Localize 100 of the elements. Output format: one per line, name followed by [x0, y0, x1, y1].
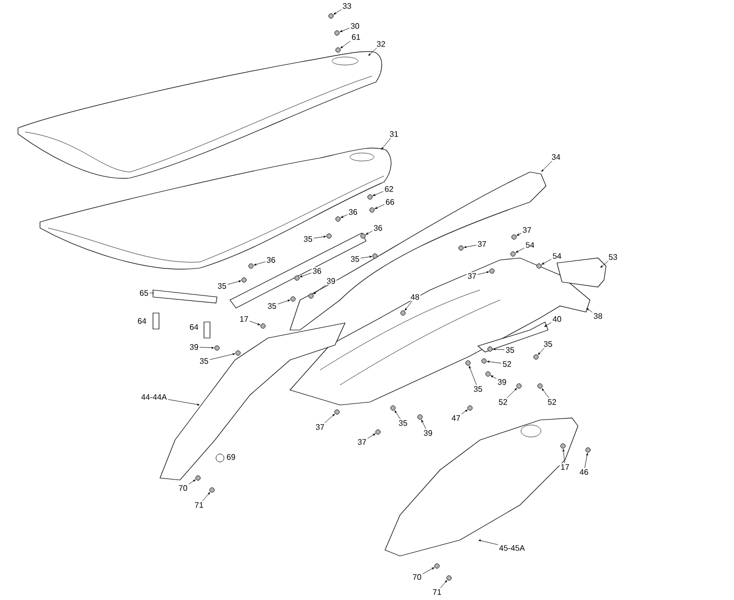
callout-number: 36: [348, 208, 358, 216]
fastener-part: [260, 323, 266, 329]
callout-number: 31: [388, 130, 400, 138]
fastener-part: [214, 345, 220, 351]
leader-line: [334, 9, 342, 15]
leader-line: [516, 248, 525, 253]
leader-line: [506, 388, 517, 398]
callout-number: 30: [350, 22, 360, 30]
fastener-part: [510, 251, 516, 257]
callout-number: 65: [138, 289, 150, 297]
leader-line: [366, 230, 373, 235]
fastener-part: [537, 383, 543, 389]
fastener-part: [533, 354, 539, 360]
callout-number: 37: [356, 438, 368, 446]
fastener-part: [290, 296, 296, 302]
fastener-part: [536, 263, 542, 269]
leader-line: [461, 410, 468, 414]
fastener-part: [516, 383, 522, 389]
callout-number: 66: [384, 198, 396, 206]
leader-line: [368, 48, 377, 56]
fastener-part: [390, 405, 396, 411]
fastener-part: [209, 487, 215, 493]
leader-line: [372, 191, 384, 196]
fastener-part: [372, 253, 378, 259]
callout-number: 52: [546, 398, 558, 406]
fastener-part: [465, 360, 471, 366]
callout-number: 61: [350, 33, 362, 41]
callout-number: 35: [198, 357, 210, 365]
callout-number: 44-44A: [140, 393, 168, 401]
callout-number: 64: [188, 323, 200, 331]
fastener-part: [334, 409, 340, 415]
callout-number: 36: [266, 256, 276, 264]
leader-line: [249, 320, 260, 326]
callout-number: 39: [326, 277, 336, 285]
callout-number: 64: [136, 317, 148, 325]
callout-number: 62: [384, 185, 394, 193]
leader-line: [490, 375, 497, 379]
fastener-part: [328, 13, 334, 19]
leader-line: [486, 360, 502, 364]
leader-line: [324, 414, 335, 424]
callout-number: 34: [550, 153, 562, 161]
callout-number: 35: [542, 340, 554, 348]
leader-line: [541, 160, 552, 172]
leader-line: [492, 348, 505, 350]
leader-line: [277, 300, 290, 304]
callout-number: 71: [432, 588, 442, 596]
callout-number: 47: [450, 414, 462, 422]
callout-number: 52: [498, 398, 508, 406]
callout-number: 54: [524, 241, 536, 249]
leader-line: [340, 28, 350, 32]
leader-line: [381, 138, 391, 150]
leader-line: [199, 346, 214, 349]
leader-line: [538, 348, 544, 355]
callout-number: 17: [560, 463, 570, 471]
callout-number: 39: [422, 429, 434, 437]
callout-number: 54: [552, 252, 562, 260]
fastener-part: [235, 350, 241, 356]
callout-number: 32: [376, 40, 386, 48]
leader-line: [477, 271, 490, 275]
leader-line: [464, 244, 477, 248]
fastener-part: [400, 310, 406, 316]
fastener-part: [241, 277, 247, 283]
callout-number: 35: [504, 346, 516, 354]
leader-line: [562, 448, 565, 464]
fastener-part: [434, 563, 440, 569]
callout-number: 70: [178, 484, 188, 492]
leader-line: [374, 204, 385, 209]
leader-line: [600, 260, 608, 268]
callout-number: 52: [502, 360, 512, 368]
leader-line: [542, 258, 552, 265]
fastener-part: [375, 429, 381, 435]
fastener-part: [485, 371, 491, 377]
leader-line: [584, 452, 588, 468]
leader-line: [516, 232, 522, 236]
leader-line: [586, 308, 593, 312]
leader-line: [440, 580, 448, 588]
callout-number: 39: [496, 378, 508, 386]
callout-number: 35: [472, 385, 484, 393]
leader-line: [313, 236, 326, 238]
leader-line: [544, 322, 552, 327]
leader-line: [422, 567, 434, 574]
fastener-part: [487, 346, 493, 352]
callout-number: 45-45A: [498, 544, 526, 552]
leader-line: [394, 410, 401, 420]
fastener-part: [326, 233, 332, 239]
fastener-part: [294, 275, 300, 281]
fastener-part: [467, 405, 473, 411]
fastener-part: [511, 234, 517, 240]
callout-number: 17: [238, 315, 250, 323]
callout-number: 35: [216, 282, 228, 290]
fastener-part: [458, 245, 464, 251]
leader-line: [300, 272, 312, 278]
fastener-part: [481, 358, 487, 364]
fastener-part: [446, 575, 452, 581]
fastener-part: [560, 443, 566, 449]
fastener-part: [248, 263, 254, 269]
fastener-part: [367, 194, 373, 200]
leader-line: [478, 540, 498, 545]
callout-number: 35: [302, 235, 314, 243]
fastener-part: [195, 475, 201, 481]
